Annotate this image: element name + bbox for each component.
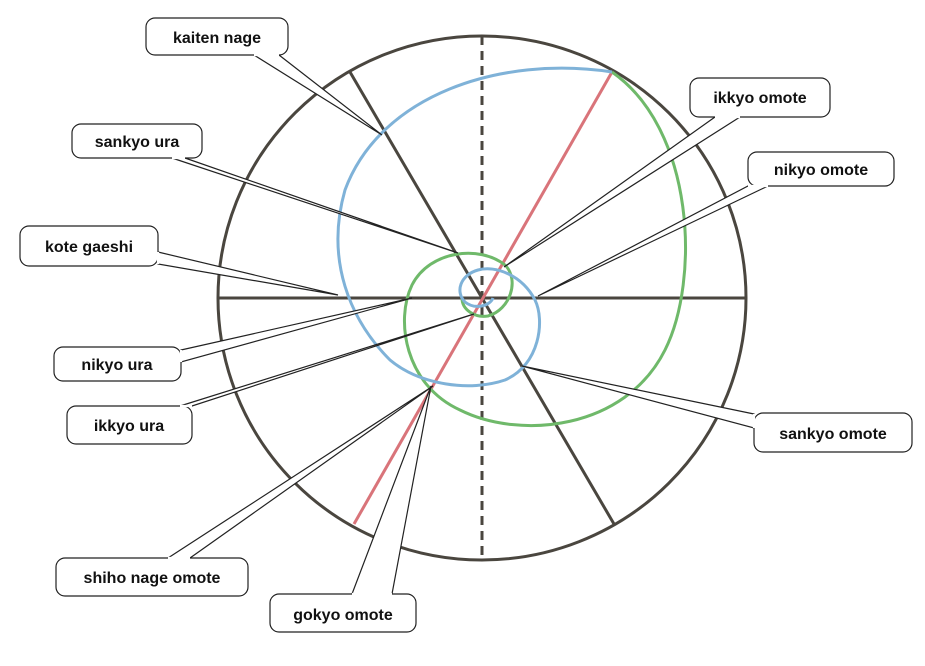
- callout-nikyo-omote: nikyo omote: [537, 151, 895, 297]
- label-gokyo-omote: gokyo omote: [293, 607, 393, 624]
- callout-ikkyo-ura: ikkyo ura: [66, 313, 475, 445]
- label-ikkyo-ura: ikkyo ura: [94, 418, 164, 435]
- red-diagonal-line: [352, 71, 614, 525]
- label-sankyo-ura: sankyo ura: [95, 134, 180, 151]
- callout-ikkyo-omote: ikkyo omote: [503, 77, 831, 268]
- label-shiho-nage-omote: shiho nage omote: [84, 570, 221, 587]
- label-kote-gaeshi: kote gaeshi: [45, 239, 133, 256]
- callout-shiho-nage-omote: shiho nage omote: [55, 385, 434, 597]
- label-sankyo-omote: sankyo omote: [779, 426, 887, 443]
- callout-gokyo-omote: gokyo omote: [269, 385, 432, 633]
- callout-kote-gaeshi: kote gaeshi: [19, 225, 339, 296]
- label-ikkyo-omote: ikkyo omote: [713, 90, 806, 107]
- callout-nikyo-ura: nikyo ura: [53, 297, 413, 382]
- callout-sankyo-ura: sankyo ura: [71, 123, 459, 254]
- callout-kaiten-nage: kaiten nage: [145, 17, 383, 136]
- label-kaiten-nage: kaiten nage: [173, 30, 261, 47]
- blue-spiral-path: [336, 66, 613, 388]
- label-nikyo-omote: nikyo omote: [774, 162, 868, 179]
- callout-sankyo-omote: sankyo omote: [521, 365, 913, 453]
- label-nikyo-ura: nikyo ura: [81, 357, 152, 374]
